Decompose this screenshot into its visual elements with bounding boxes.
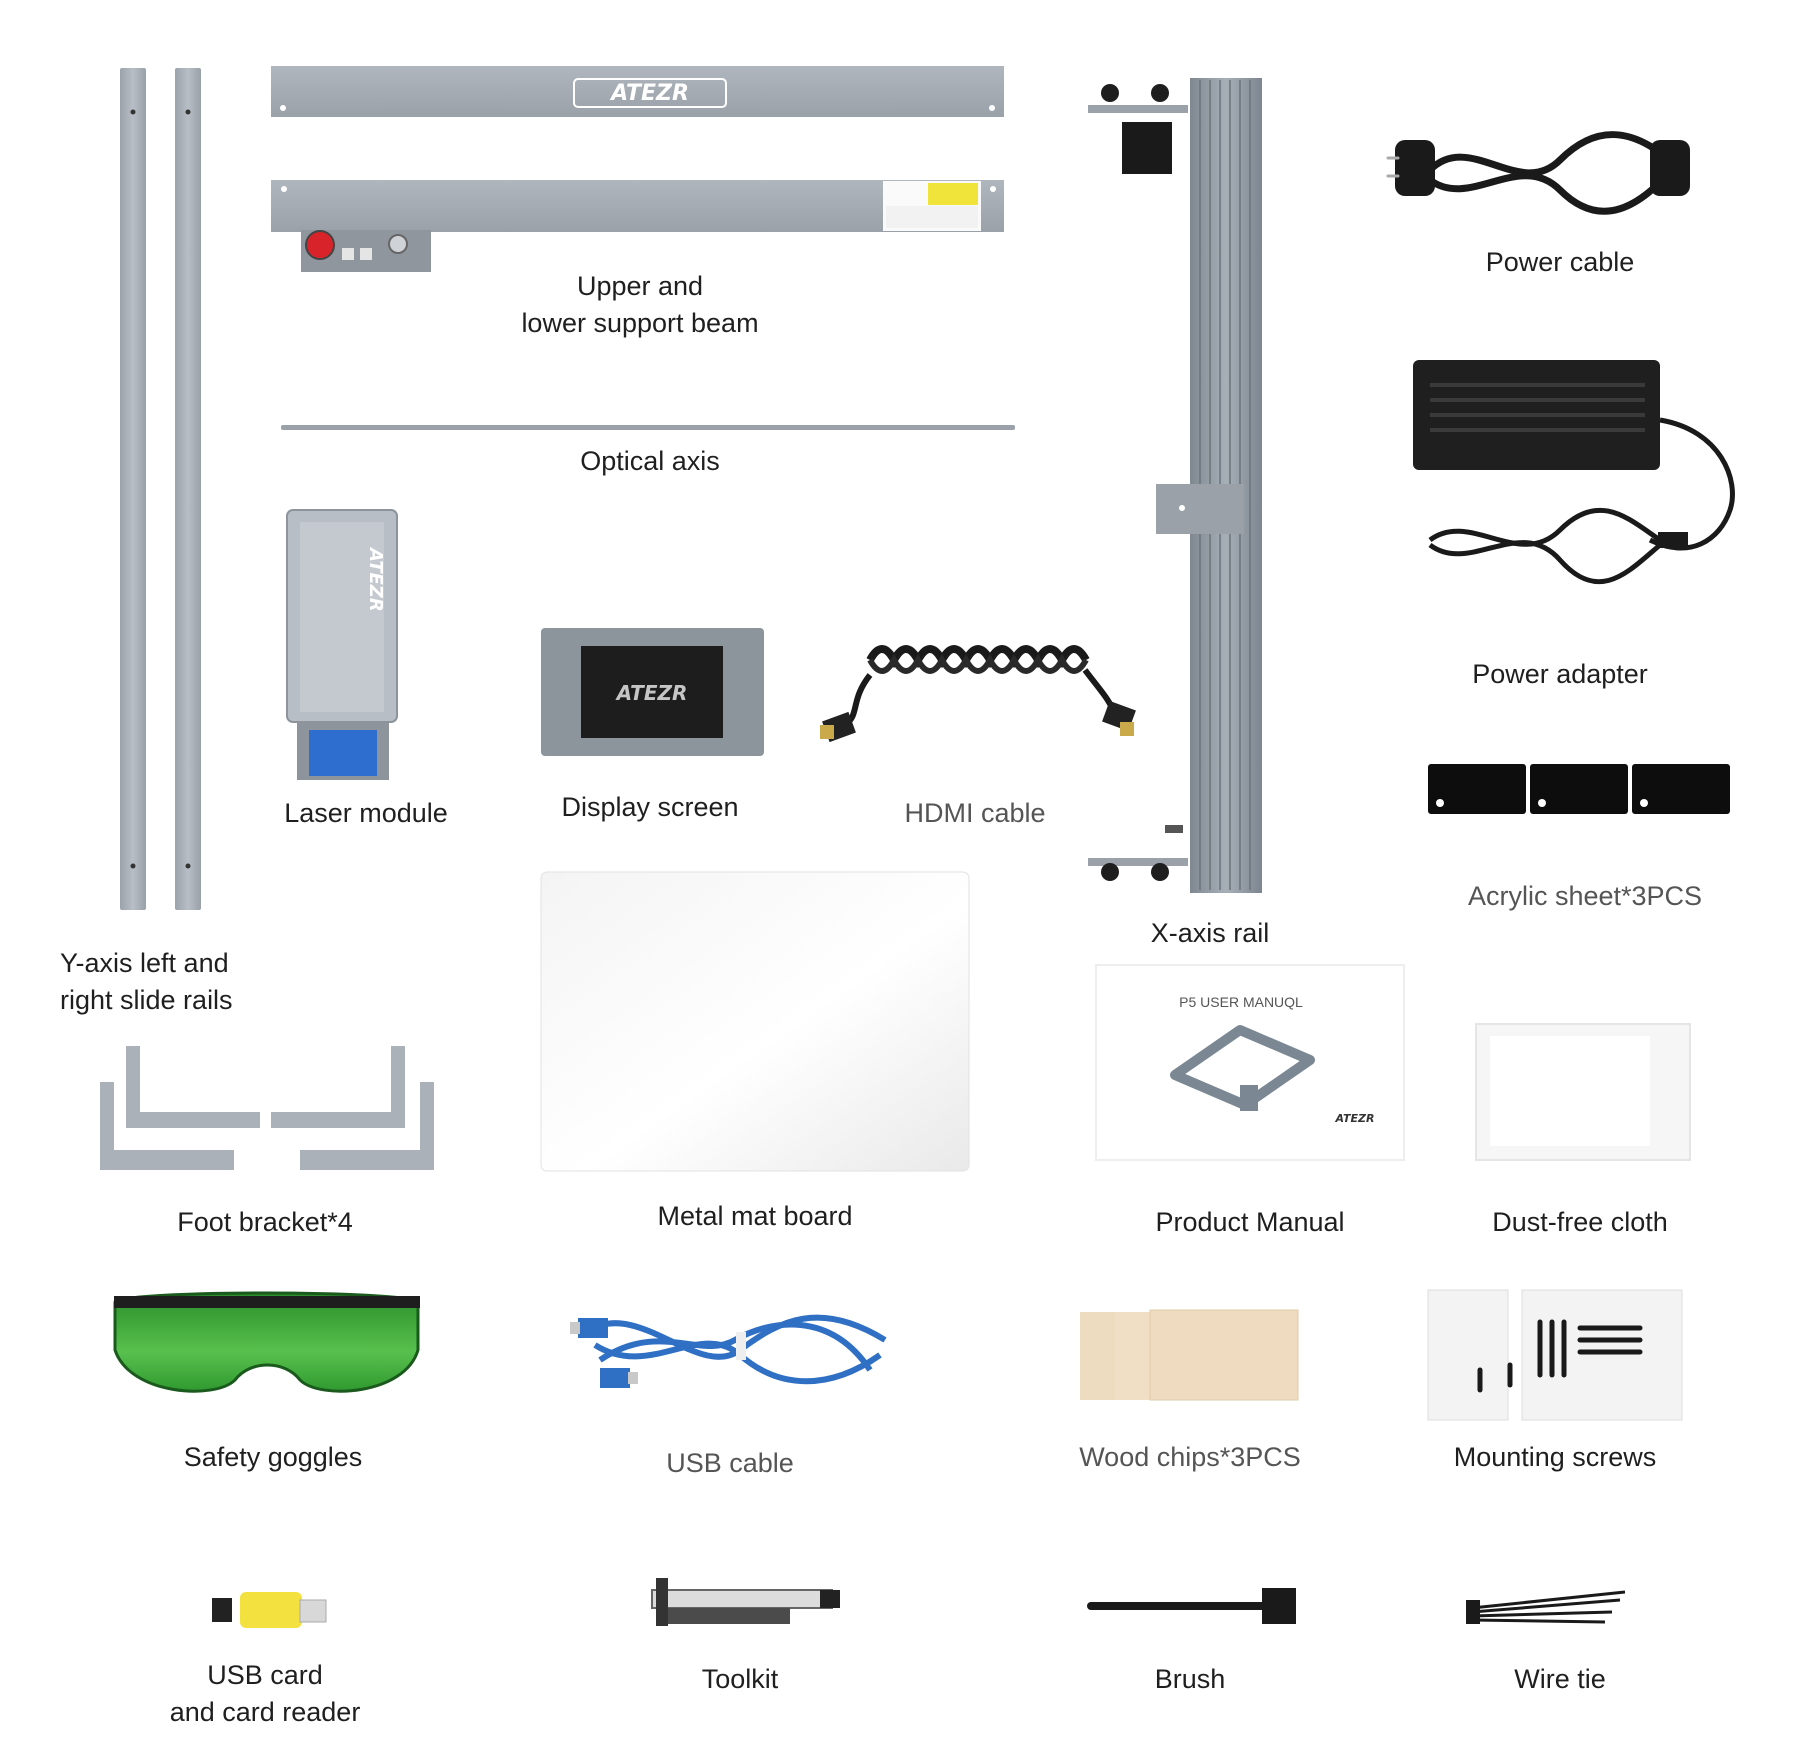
usb-card-label-line2: and card reader <box>169 1697 361 1727</box>
power-adapter-label: Power adapter <box>1472 659 1648 689</box>
display-screen-image: ATEZR <box>541 628 764 756</box>
mounting-screws-image <box>1427 1289 1683 1421</box>
power-cable-image <box>1386 131 1690 215</box>
hdmi-cable-image <box>820 645 1136 743</box>
y-axis-rails-label: Y-axis left and right slide rails <box>60 945 270 1019</box>
metal-mat-label: Metal mat board <box>657 1201 853 1231</box>
acrylic-sheets-image <box>1428 764 1730 814</box>
x-axis-rail-label: X-axis rail <box>1150 918 1270 948</box>
support-beam-label: Upper and lower support beam <box>500 268 780 342</box>
product-manual-image: P5 USER MANUQL ATEZR <box>1095 964 1405 1161</box>
metal-mat-board-image <box>540 871 970 1172</box>
support-beam-label-line2: lower support beam <box>521 308 759 338</box>
y-rails-label-line1: Y-axis left and <box>60 948 229 978</box>
wire-tie-image <box>1466 1590 1626 1624</box>
brush-image <box>1087 1588 1296 1624</box>
dust-cloth-image <box>1475 1023 1691 1161</box>
y-axis-rails-image <box>120 68 201 910</box>
display-screen-label: Display screen <box>561 792 739 822</box>
brush-label: Brush <box>1154 1664 1226 1694</box>
power-cable-label: Power cable <box>1485 247 1635 277</box>
acrylic-sheet-label: Acrylic sheet*3PCS <box>1467 881 1703 911</box>
wire-tie-label: Wire tie <box>1514 1664 1606 1694</box>
lower-beam-image <box>271 180 1004 272</box>
power-adapter-image <box>1413 360 1735 585</box>
wood-chips-label: Wood chips*3PCS <box>1079 1442 1301 1472</box>
screen-logo: ATEZR <box>615 681 688 705</box>
usb-cable-label: USB cable <box>666 1448 794 1478</box>
upper-beam-image: ATEZR <box>271 66 1004 117</box>
hdmi-cable-label: HDMI cable <box>904 798 1046 828</box>
optical-axis-label: Optical axis <box>580 446 720 476</box>
toolkit-image <box>651 1578 840 1626</box>
product-manual-label: Product Manual <box>1155 1207 1345 1237</box>
laser-logo: ATEZR <box>365 546 386 612</box>
manual-cover-title: P5 USER MANUQL <box>1179 994 1303 1010</box>
usb-cable-image <box>570 1314 887 1388</box>
toolkit-label: Toolkit <box>701 1664 779 1694</box>
laser-module-image: ATEZR <box>286 509 398 780</box>
laser-module-label: Laser module <box>284 798 448 828</box>
foot-bracket-label: Foot bracket*4 <box>177 1207 353 1237</box>
usb-card-label: USB card and card reader <box>150 1657 380 1731</box>
manual-logo: ATEZR <box>1335 1112 1375 1125</box>
safety-goggles-image <box>113 1291 420 1393</box>
foot-brackets-image <box>100 1046 434 1170</box>
beam-logo: ATEZR <box>609 81 689 106</box>
wood-chips-image <box>1080 1309 1299 1401</box>
y-rails-label-line2: right slide rails <box>60 985 233 1015</box>
support-beam-label-line1: Upper and <box>576 271 704 301</box>
usb-card-reader-image <box>212 1592 327 1628</box>
dust-cloth-label: Dust-free cloth <box>1492 1207 1668 1237</box>
mounting-screws-label: Mounting screws <box>1453 1442 1657 1472</box>
x-axis-rail-image <box>1088 78 1262 893</box>
usb-card-label-line1: USB card <box>207 1660 323 1690</box>
safety-goggles-label: Safety goggles <box>183 1442 363 1472</box>
optical-axis-image <box>281 425 1015 430</box>
